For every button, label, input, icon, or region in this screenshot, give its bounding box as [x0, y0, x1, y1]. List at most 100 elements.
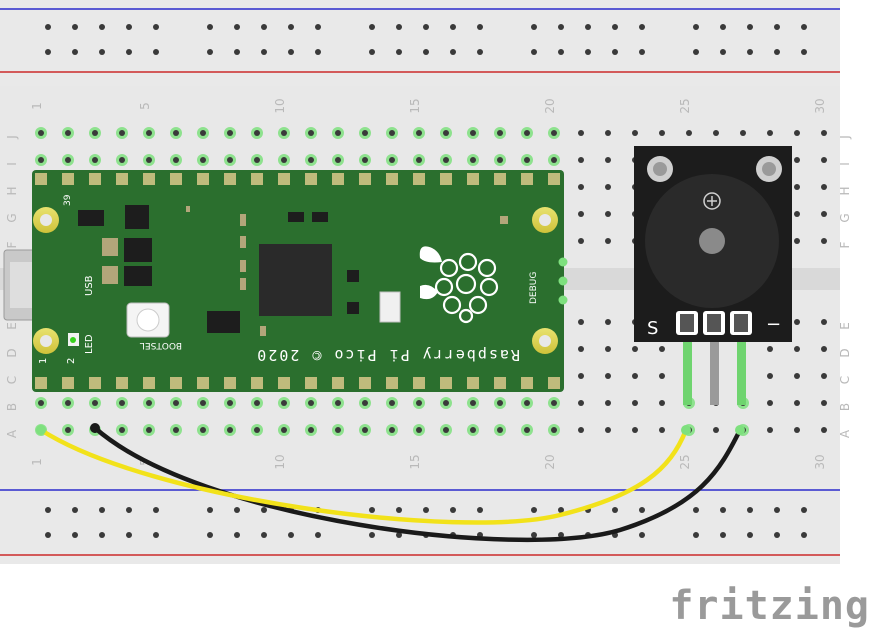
pico-pin — [494, 173, 506, 185]
breadboard-hole — [639, 532, 645, 538]
breadboard-hole — [639, 507, 645, 513]
breadboard-hole — [72, 507, 78, 513]
pico-pin — [278, 173, 290, 185]
pico-brand-text: Raspberry Pi Pico © 2020 — [255, 346, 520, 364]
breadboard-hole — [578, 184, 584, 190]
breadboard-hole — [470, 157, 476, 163]
breadboard-label: 30 — [813, 98, 827, 113]
breadboard-hole — [416, 157, 422, 163]
breadboard-label: B — [838, 403, 852, 411]
breadboard-hole — [119, 157, 125, 163]
pico-pin — [467, 173, 479, 185]
breadboard-hole — [315, 24, 321, 30]
breadboard-label: 15 — [408, 454, 422, 469]
breadboard-hole — [605, 373, 611, 379]
breadboard-hole — [659, 373, 665, 379]
breadboard-hole — [234, 24, 240, 30]
breadboard-label: I — [838, 162, 852, 166]
breadboard-hole — [531, 24, 537, 30]
breadboard-hole — [335, 130, 341, 136]
signal-wire[interactable] — [38, 427, 689, 525]
breadboard-hole — [173, 400, 179, 406]
fritzing-logo: fritzing — [669, 583, 870, 629]
breadboard-hole — [153, 49, 159, 55]
breadboard-hole — [585, 49, 591, 55]
breadboard-hole — [389, 157, 395, 163]
breadboard-hole — [551, 157, 557, 163]
breadboard-hole — [558, 507, 564, 513]
buzzer-leg-signal — [683, 335, 692, 405]
buzzer-pin-s-label: S — [647, 318, 658, 339]
breadboard-hole — [470, 130, 476, 136]
breadboard-hole — [173, 427, 179, 433]
breadboard-hole — [308, 157, 314, 163]
pico-pin — [413, 377, 425, 389]
breadboard-hole — [747, 24, 753, 30]
ground-wire[interactable] — [92, 425, 743, 543]
breadboard-hole — [38, 400, 44, 406]
breadboard-hole — [92, 157, 98, 163]
buzzer-leg-middle — [710, 335, 719, 405]
breadboard-hole — [254, 130, 260, 136]
pico-pin — [359, 173, 371, 185]
breadboard-hole — [605, 211, 611, 217]
breadboard-hole — [72, 532, 78, 538]
pico-pin — [224, 377, 236, 389]
breadboard-hole — [632, 346, 638, 352]
breadboard-label: 15 — [408, 98, 422, 113]
breadboard-hole — [801, 24, 807, 30]
breadboard-hole — [693, 24, 699, 30]
breadboard-hole — [423, 507, 429, 513]
pico-pin — [521, 377, 533, 389]
breadboard-hole — [173, 130, 179, 136]
breadboard-hole — [65, 157, 71, 163]
pico-pin — [116, 173, 128, 185]
pico-pin — [170, 377, 182, 389]
breadboard-hole — [612, 49, 618, 55]
breadboard-hole — [362, 400, 368, 406]
pico-pin — [548, 377, 560, 389]
breadboard-hole — [767, 130, 773, 136]
breadboard-label: 20 — [543, 454, 557, 469]
breadboard-label: H — [838, 186, 852, 195]
breadboard-hole — [821, 400, 827, 406]
breadboard-hole — [605, 130, 611, 136]
breadboard-hole — [389, 427, 395, 433]
debug-label: DEBUG — [529, 272, 539, 304]
breadboard-hole — [578, 427, 584, 433]
breadboard-hole — [200, 400, 206, 406]
breadboard-hole — [38, 130, 44, 136]
breadboard-hole — [153, 507, 159, 513]
breadboard-hole — [639, 49, 645, 55]
pico-pin — [35, 173, 47, 185]
breadboard-label: A — [838, 429, 852, 438]
breadboard-hole — [288, 49, 294, 55]
breadboard-hole — [72, 49, 78, 55]
breadboard-hole — [767, 346, 773, 352]
breadboard-hole — [578, 238, 584, 244]
breadboard-label: C — [5, 376, 19, 384]
buzzer-pin-minus-label: − — [766, 314, 781, 335]
breadboard-hole — [767, 427, 773, 433]
breadboard-hole — [470, 427, 476, 433]
top-power-rail — [0, 0, 840, 86]
breadboard-hole — [801, 507, 807, 513]
breadboard-hole — [747, 507, 753, 513]
breadboard-hole — [767, 400, 773, 406]
breadboard-hole — [578, 130, 584, 136]
breadboard-label: 25 — [678, 454, 692, 469]
breadboard-hole — [207, 24, 213, 30]
breadboard-hole — [801, 49, 807, 55]
breadboard-hole — [794, 346, 800, 352]
breadboard-hole — [227, 400, 233, 406]
breadboard-label: 25 — [678, 98, 692, 113]
breadboard-hole — [443, 130, 449, 136]
breadboard-hole — [477, 49, 483, 55]
pico-pin — [143, 377, 155, 389]
pico-pin — [89, 377, 101, 389]
pico-pin — [521, 173, 533, 185]
breadboard-hole — [774, 507, 780, 513]
breadboard-hole — [801, 532, 807, 538]
breadboard-hole — [369, 507, 375, 513]
rp2040-chip — [259, 244, 332, 316]
